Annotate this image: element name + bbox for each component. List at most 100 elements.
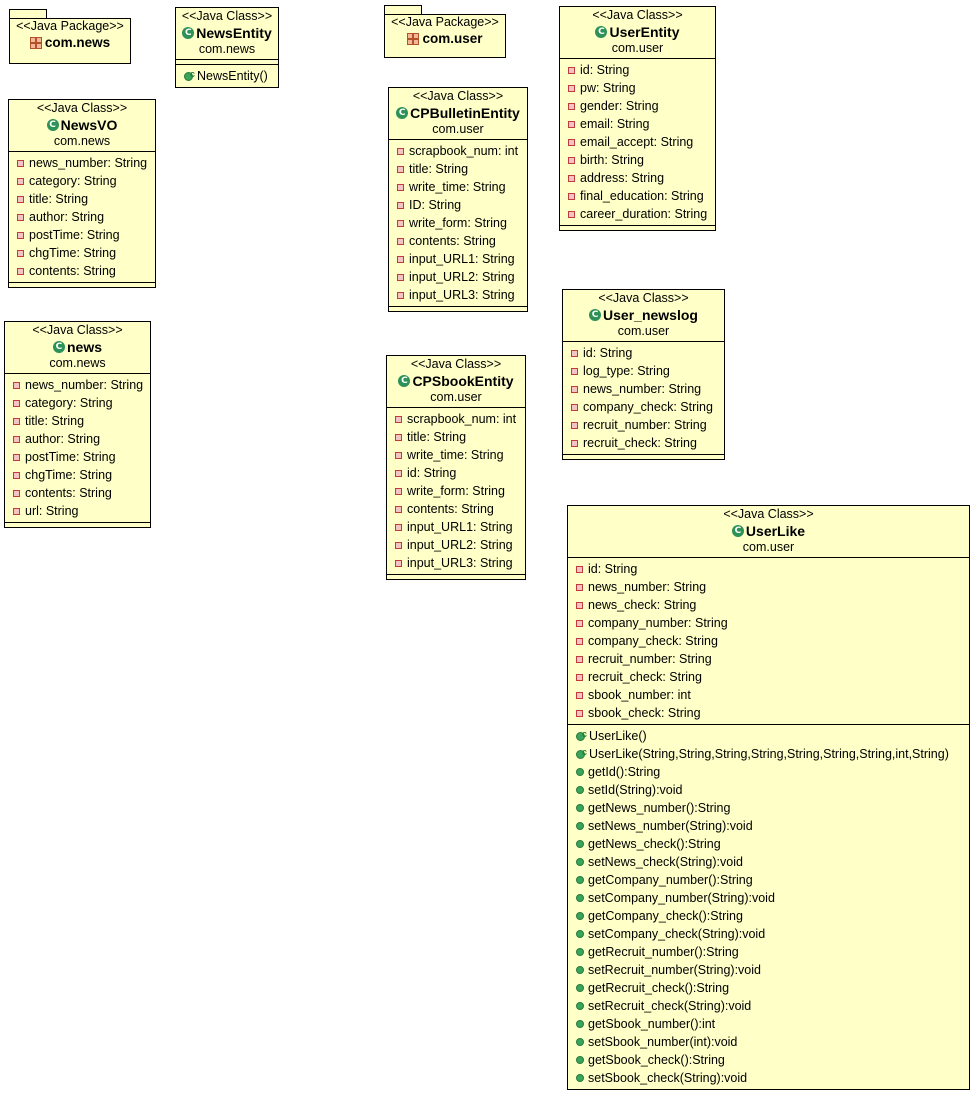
method-item[interactable]: getNews_check():String <box>568 835 969 853</box>
attribute-item[interactable]: postTime: String <box>9 226 155 244</box>
attribute-item[interactable]: input_URL1: String <box>387 518 525 536</box>
attribute-item[interactable]: log_type: String <box>563 362 724 380</box>
attribute-text: write_form: String <box>407 484 505 498</box>
class-icon: C <box>398 375 411 387</box>
attribute-item[interactable]: input_URL2: String <box>389 268 527 286</box>
package-icon <box>29 37 42 49</box>
attribute-item[interactable]: career_duration: String <box>560 205 715 223</box>
attribute-item[interactable]: write_time: String <box>387 446 525 464</box>
method-item[interactable]: getRecruit_number():String <box>568 943 969 961</box>
attribute-item[interactable]: id: String <box>560 61 715 79</box>
attribute-item[interactable]: news_number: String <box>568 578 969 596</box>
attribute-item[interactable]: author: String <box>9 208 155 226</box>
method-item[interactable]: setSbook_check(String):void <box>568 1069 969 1087</box>
attribute-item[interactable]: title: String <box>387 428 525 446</box>
attribute-item[interactable]: contents: String <box>387 500 525 518</box>
attribute-item[interactable]: title: String <box>9 190 155 208</box>
method-item[interactable]: setRecruit_check(String):void <box>568 997 969 1015</box>
attribute-item[interactable]: write_form: String <box>387 482 525 500</box>
attribute-item[interactable]: company_check: String <box>563 398 724 416</box>
attribute-text: final_education: String <box>580 189 704 203</box>
class-name: User_newslog <box>603 307 698 323</box>
attribute-item[interactable]: news_number: String <box>563 380 724 398</box>
attribute-item[interactable]: title: String <box>389 160 527 178</box>
constructor-item[interactable]: UserLike() <box>568 725 969 745</box>
method-item[interactable]: getSbook_check():String <box>568 1051 969 1069</box>
attribute-item[interactable]: title: String <box>5 412 150 430</box>
attribute-item[interactable]: company_check: String <box>568 632 969 650</box>
attribute-item[interactable]: postTime: String <box>5 448 150 466</box>
attribute-item[interactable]: contents: String <box>9 262 155 280</box>
attribute-text: input_URL1: String <box>407 520 513 534</box>
attribute-item[interactable]: contents: String <box>389 232 527 250</box>
attribute-item[interactable]: write_form: String <box>389 214 527 232</box>
attribute-item[interactable]: recruit_number: String <box>568 650 969 668</box>
attribute-item[interactable]: email_accept: String <box>560 133 715 151</box>
attribute-item[interactable]: scrapbook_num: int <box>389 142 527 160</box>
attribute-item[interactable]: gender: String <box>560 97 715 115</box>
private-field-icon <box>568 66 575 74</box>
attribute-item[interactable]: address: String <box>560 169 715 187</box>
method-item[interactable]: getCompany_check():String <box>568 907 969 925</box>
class-stereotype: <<Java Class>> <box>410 357 502 371</box>
attribute-item[interactable]: input_URL1: String <box>389 250 527 268</box>
class-newsentity[interactable]: <<Java Class>>CNewsEntitycom.newsNewsEnt… <box>175 7 279 88</box>
attribute-item[interactable]: pw: String <box>560 79 715 97</box>
attribute-item[interactable]: id: String <box>563 344 724 362</box>
attribute-item[interactable]: ID: String <box>389 196 527 214</box>
attribute-item[interactable]: scrapbook_num: int <box>387 410 525 428</box>
attribute-item[interactable]: sbook_check: String <box>568 704 969 722</box>
attribute-item[interactable]: category: String <box>9 172 155 190</box>
method-item[interactable]: setNews_number(String):void <box>568 817 969 835</box>
attribute-item[interactable]: chgTime: String <box>9 244 155 262</box>
attribute-item[interactable]: news_number: String <box>9 154 155 172</box>
attribute-item[interactable]: input_URL3: String <box>389 286 527 304</box>
attribute-item[interactable]: sbook_number: int <box>568 686 969 704</box>
private-field-icon <box>397 291 404 299</box>
attribute-item[interactable]: recruit_check: String <box>563 434 724 452</box>
package-com-news[interactable]: <<Java Package>> com.news <box>9 9 131 64</box>
method-item[interactable]: setId(String):void <box>568 781 969 799</box>
attribute-item[interactable]: author: String <box>5 430 150 448</box>
attribute-item[interactable]: email: String <box>560 115 715 133</box>
method-item[interactable]: getNews_number():String <box>568 799 969 817</box>
constructor-item[interactable]: UserLike(String,String,String,String,Str… <box>568 743 969 763</box>
attribute-item[interactable]: news_check: String <box>568 596 969 614</box>
method-item[interactable]: getSbook_number():int <box>568 1015 969 1033</box>
attribute-item[interactable]: birth: String <box>560 151 715 169</box>
attribute-item[interactable]: url: String <box>5 502 150 520</box>
attribute-item[interactable]: recruit_number: String <box>563 416 724 434</box>
attribute-item[interactable]: input_URL2: String <box>387 536 525 554</box>
attribute-item[interactable]: recruit_check: String <box>568 668 969 686</box>
method-item[interactable]: getRecruit_check():String <box>568 979 969 997</box>
constructor-item[interactable]: NewsEntity() <box>176 65 278 85</box>
attribute-item[interactable]: category: String <box>5 394 150 412</box>
attribute-item[interactable]: input_URL3: String <box>387 554 525 572</box>
method-item[interactable]: setCompany_check(String):void <box>568 925 969 943</box>
attribute-item[interactable]: write_time: String <box>389 178 527 196</box>
attribute-item[interactable]: id: String <box>568 560 969 578</box>
method-item[interactable]: setNews_check(String):void <box>568 853 969 871</box>
attribute-item[interactable]: contents: String <box>5 484 150 502</box>
package-com-user[interactable]: <<Java Package>> com.user <box>384 5 506 58</box>
operation-text: getRecruit_number():String <box>588 945 739 959</box>
attribute-item[interactable]: company_number: String <box>568 614 969 632</box>
attribute-item[interactable]: id: String <box>387 464 525 482</box>
private-field-icon <box>568 210 575 218</box>
method-item[interactable]: setRecruit_number(String):void <box>568 961 969 979</box>
method-item[interactable]: getCompany_number():String <box>568 871 969 889</box>
method-item[interactable]: setCompany_number(String):void <box>568 889 969 907</box>
attribute-item[interactable]: news_number: String <box>5 376 150 394</box>
method-item[interactable]: getId():String <box>568 763 969 781</box>
attribute-item[interactable]: final_education: String <box>560 187 715 205</box>
attribute-item[interactable]: chgTime: String <box>5 466 150 484</box>
method-item[interactable]: setSbook_number(int):void <box>568 1033 969 1051</box>
